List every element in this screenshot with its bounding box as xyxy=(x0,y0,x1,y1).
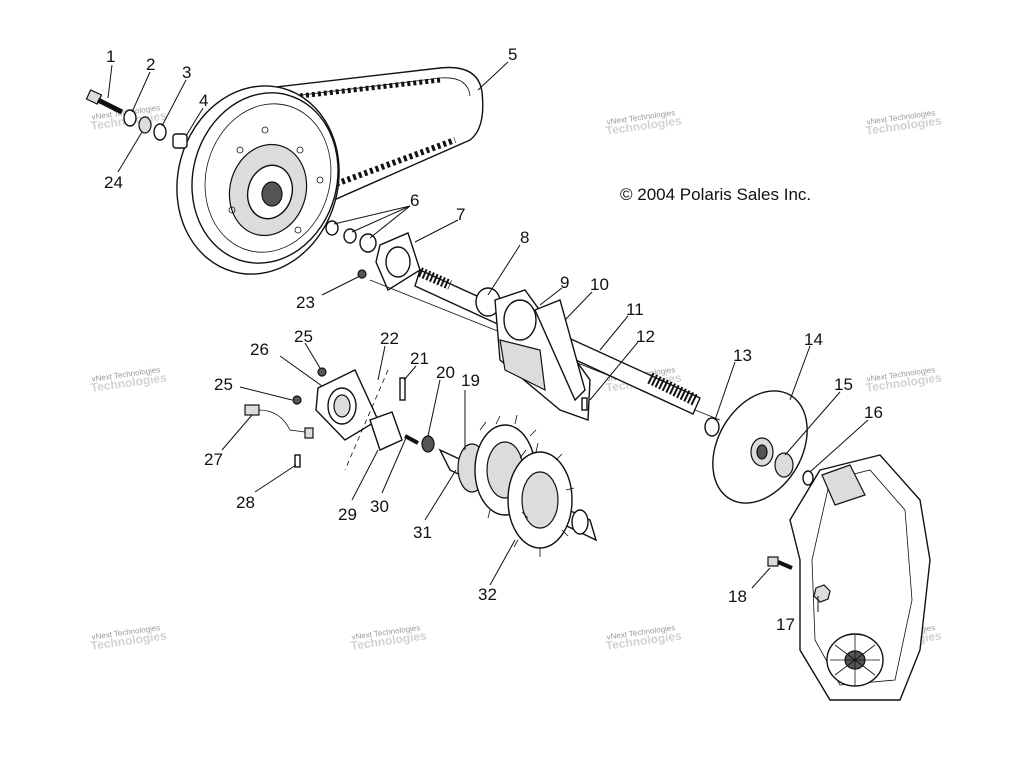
callout-5: 5 xyxy=(508,45,517,64)
callout-14: 14 xyxy=(804,330,823,349)
callout-13: 13 xyxy=(733,346,752,365)
callout-3: 3 xyxy=(182,63,191,82)
screw-30 xyxy=(404,434,419,445)
callout-2: 2 xyxy=(146,55,155,74)
screw-28 xyxy=(294,454,301,468)
watermark: Technologies vNext Technologies xyxy=(865,108,943,138)
callout-8: 8 xyxy=(520,228,529,247)
callout-6: 6 xyxy=(410,191,419,210)
callout-11: 11 xyxy=(626,300,644,319)
callout-19: 19 xyxy=(461,371,480,390)
callout-20: 20 xyxy=(436,363,455,382)
callout-1: 1 xyxy=(106,47,115,66)
bolt-18 xyxy=(767,556,793,570)
callout-9: 9 xyxy=(560,273,569,292)
chaincase-cover xyxy=(789,454,931,701)
leader-lines xyxy=(107,61,869,612)
callout-4: 4 xyxy=(199,91,208,110)
callout-21: 21 xyxy=(410,349,429,368)
callout-15: 15 xyxy=(834,375,853,394)
callout-22: 22 xyxy=(380,329,399,348)
watermark: Technologies vNext Technologies xyxy=(865,365,943,395)
washer-3 xyxy=(153,123,167,141)
washer-24 xyxy=(138,116,152,134)
copyright-text: © 2004 Polaris Sales Inc. xyxy=(620,185,811,204)
bearing-plate-7 xyxy=(375,232,421,292)
callout-7: 7 xyxy=(456,205,465,224)
callout-12: 12 xyxy=(636,327,655,346)
gear-20 xyxy=(421,435,435,453)
speed-sensor-27 xyxy=(244,404,314,439)
watermark: Technologies vNext Technologies xyxy=(350,623,428,653)
pin-21 xyxy=(399,377,406,401)
callout-10: 10 xyxy=(590,275,609,294)
callout-18: 18 xyxy=(728,587,747,606)
washer-6c xyxy=(359,233,377,253)
callout-24: 24 xyxy=(104,173,123,192)
nut-25a xyxy=(317,367,327,377)
dashed-alignment xyxy=(344,369,389,471)
callout-29: 29 xyxy=(338,505,357,524)
washer-2 xyxy=(123,109,137,127)
spacer-4 xyxy=(172,133,188,149)
callout-32: 32 xyxy=(478,585,497,604)
nut-25b xyxy=(292,395,302,405)
drive-sprocket-assembly-32 xyxy=(438,414,598,557)
gasket-29 xyxy=(369,411,403,451)
callout-28: 28 xyxy=(236,493,255,512)
callout-30: 30 xyxy=(370,497,389,516)
oring-16 xyxy=(802,470,814,486)
washer-6a xyxy=(325,220,339,236)
callout-27: 27 xyxy=(204,450,223,469)
pin-12 xyxy=(581,397,588,411)
sensor-plate-26 xyxy=(315,369,379,441)
watermark: Technologies vNext Technologies xyxy=(90,623,168,653)
callouts: 1 2 3 4 5 6 7 8 9 10 11 12 13 14 15 16 1… xyxy=(104,45,883,634)
callout-26: 26 xyxy=(250,340,269,359)
clutch-sheave xyxy=(176,85,340,275)
callout-17: 17 xyxy=(776,615,795,634)
watermark: Technologies vNext Technologies xyxy=(90,365,168,395)
bearing-housing-9 xyxy=(494,289,591,421)
callout-16: 16 xyxy=(864,403,883,422)
bearing-15 xyxy=(774,452,794,478)
bolt-1 xyxy=(85,89,124,115)
watermark: Technologies vNext Technologies xyxy=(605,108,683,138)
washer-6b xyxy=(343,228,357,244)
watermark: Technologies vNext Technologies xyxy=(605,623,683,653)
callout-23: 23 xyxy=(296,293,315,312)
bracket-10 xyxy=(534,299,586,402)
callout-25a: 25 xyxy=(294,327,313,346)
callout-25b: 25 xyxy=(214,375,233,394)
oring-13 xyxy=(704,417,720,437)
callout-31: 31 xyxy=(413,523,432,542)
